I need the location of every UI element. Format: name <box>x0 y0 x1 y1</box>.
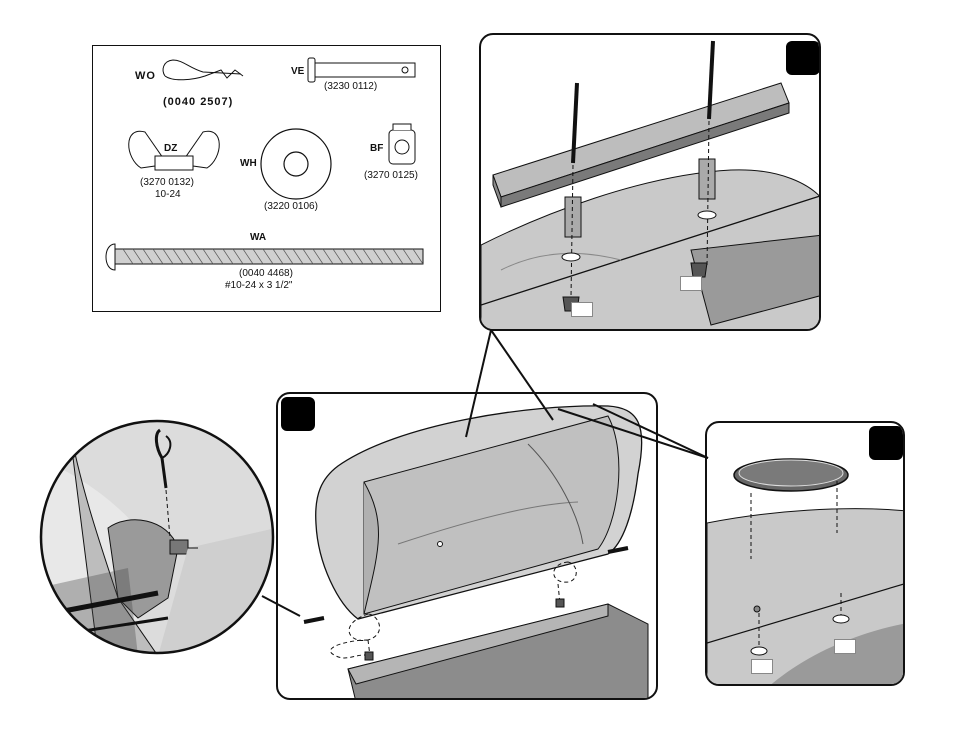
callout-lines <box>0 0 954 737</box>
